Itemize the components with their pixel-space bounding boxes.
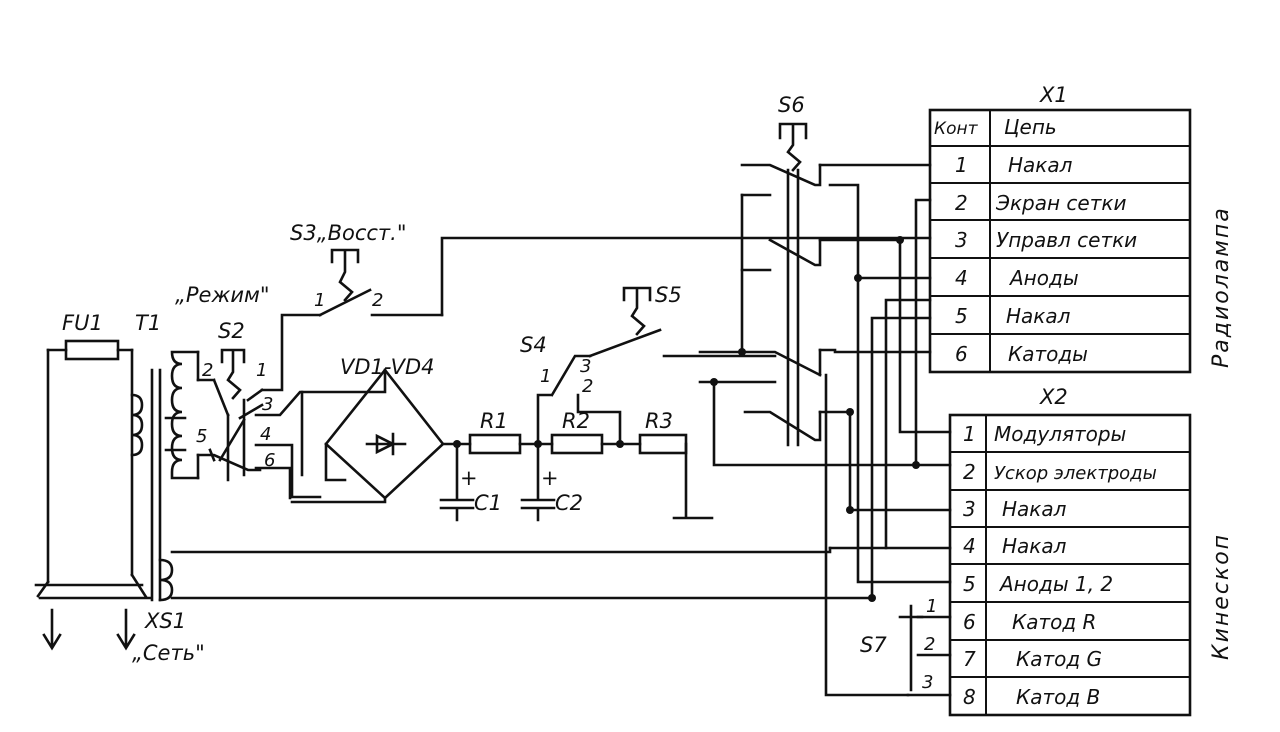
x1-row-5-name: Накал	[1006, 304, 1071, 328]
x2-row-6-num: 6	[963, 610, 976, 634]
wire-tap3	[254, 390, 304, 477]
x1-row-1-name: Накал	[1008, 153, 1073, 177]
label-c1-plus: +	[460, 466, 478, 490]
pin-t-5: 5	[196, 426, 207, 447]
x2-row-1-num: 1	[963, 422, 976, 446]
pin-s4-1: 1	[540, 366, 551, 387]
x1-row-4-num: 4	[955, 266, 968, 290]
x2-row-3-num: 3	[963, 497, 976, 521]
x2-row-5-num: 5	[963, 572, 976, 596]
pin-t-4: 4	[260, 424, 271, 445]
x1-header-contact: Конт	[934, 119, 979, 139]
wire-tap6	[254, 466, 292, 500]
label-c2-plus: +	[541, 466, 559, 490]
x1-row-3-num: 3	[955, 228, 968, 252]
label-s7: S7	[860, 633, 887, 657]
pin-s2-1: 1	[256, 360, 267, 381]
x2-row-7-name: Катод G	[1016, 647, 1102, 671]
x1-row-6-name: Катоды	[1008, 342, 1088, 366]
pin-s7-1: 1	[926, 596, 937, 617]
wire-tap1	[260, 313, 322, 392]
x2-row-4-num: 4	[963, 534, 976, 558]
transformer-t1	[130, 350, 872, 602]
bridge-rectifier-vd1-vd4	[290, 367, 472, 504]
x1-row-6-num: 6	[955, 342, 968, 366]
bus-wiring	[818, 163, 952, 697]
label-mains: „Сеть"	[132, 641, 205, 665]
label-vd1-vd4: VD1-VD4	[340, 355, 435, 379]
label-t1: T1	[135, 311, 161, 335]
switch-s4	[536, 354, 622, 446]
x1-row-4-name: Аноды	[1008, 266, 1079, 290]
connector-x2-table	[948, 413, 1192, 717]
x2-row-7-num: 7	[963, 647, 976, 671]
x1-row-2-name: Экран сетки	[995, 191, 1126, 215]
x1-row-1-num: 1	[955, 153, 968, 177]
label-s5: S5	[655, 283, 682, 307]
pin-s3-1: 1	[314, 290, 325, 311]
x2-row-8-num: 8	[963, 685, 976, 709]
label-s6: S6	[778, 93, 805, 117]
x1-row-3-name: Управл сетки	[996, 228, 1137, 252]
label-x1-side: Радиолампа	[1209, 206, 1234, 368]
x2-row-2-name: Ускор электроды	[994, 463, 1157, 484]
x2-row-1-name: Модуляторы	[994, 422, 1126, 446]
switch-s7	[898, 604, 952, 697]
capacitor-c1	[439, 440, 475, 522]
x1-row-2-num: 2	[955, 191, 968, 215]
label-x1: X1	[1039, 83, 1068, 107]
x2-row-5-name: Аноды 1, 2	[998, 572, 1113, 596]
label-r1: R1	[480, 409, 508, 433]
label-s2: S2	[218, 319, 245, 343]
switch-s2	[196, 348, 264, 482]
pin-t-3: 3	[262, 394, 273, 415]
switch-s5	[588, 286, 777, 358]
label-x2: X2	[1039, 385, 1068, 409]
x2-row-2-num: 2	[963, 460, 976, 484]
label-c2: C2	[555, 491, 583, 515]
x2-row-3-name: Накал	[1002, 497, 1067, 521]
switch-s3	[318, 236, 932, 317]
x2-row-6-name: Катод R	[1012, 610, 1096, 634]
mains-plug-xs1	[34, 348, 152, 651]
resistor-r3	[616, 433, 714, 520]
pin-s3-2: 2	[372, 290, 383, 311]
pin-s4-2: 2	[582, 376, 593, 397]
pin-s7-3: 3	[922, 672, 933, 693]
x1-row-5-num: 5	[955, 304, 968, 328]
label-s3: S3„Восст."	[290, 221, 406, 245]
wire-tap4	[254, 443, 322, 499]
pin-s4-3: 3	[580, 356, 591, 377]
label-mode: „Режим"	[175, 283, 270, 307]
x2-row-4-name: Накал	[1002, 534, 1067, 558]
pin-s7-2: 2	[924, 634, 935, 655]
x2-row-8-name: Катод B	[1016, 685, 1100, 709]
fuse-fu1	[46, 339, 134, 361]
x1-header-circuit: Цепь	[1004, 115, 1057, 139]
label-s4: S4	[520, 333, 547, 357]
label-xs1: XS1	[144, 609, 186, 633]
label-fu1: FU1	[62, 311, 103, 335]
label-c1: C1	[474, 491, 502, 515]
resistor-r2	[550, 433, 642, 455]
pin-s2-2: 2	[202, 360, 213, 381]
label-r3: R3	[645, 409, 673, 433]
pin-t-6: 6	[264, 450, 275, 471]
label-r2: R2	[562, 409, 590, 433]
label-x2-side: Кинескоп	[1209, 533, 1234, 660]
connector-x1-table	[928, 108, 1192, 374]
